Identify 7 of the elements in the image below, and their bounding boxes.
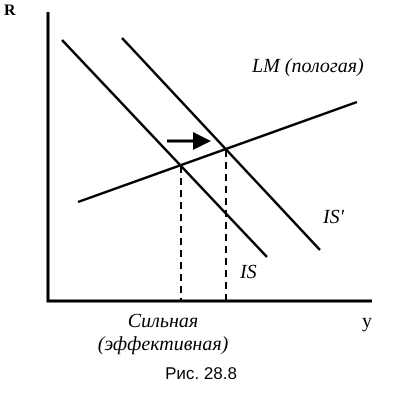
curve-label: IS′ — [323, 206, 344, 229]
curve-label: LM (пологая) — [252, 55, 364, 78]
axis-label: R — [4, 2, 16, 20]
axis-note: Сильная (эффективная) — [96, 310, 230, 356]
axis-label: y — [362, 310, 372, 333]
curve-label: IS — [240, 261, 257, 284]
figure-caption: Рис. 28.8 — [164, 364, 238, 384]
